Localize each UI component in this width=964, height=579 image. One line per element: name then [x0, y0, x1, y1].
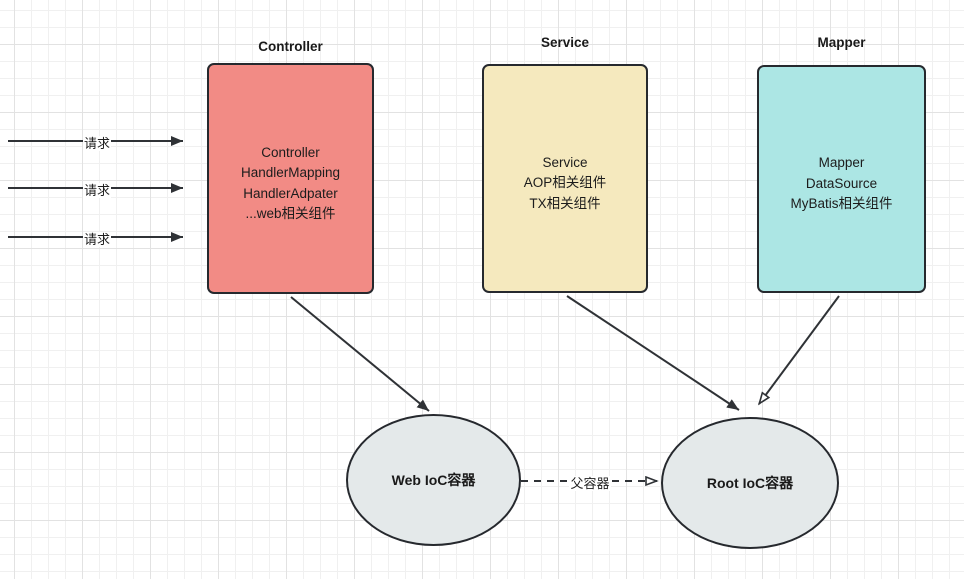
web-ioc-container-label: Web IoC容器	[391, 472, 476, 488]
edge-controller-to-web-ioc	[290, 296, 430, 412]
controller-box-line: HandlerAdpater	[243, 185, 338, 201]
parent-container-edge-label: 父容器	[569, 476, 611, 491]
mapper-box-title: Mapper	[817, 35, 866, 50]
service-box: Service AOP相关组件 TX相关组件	[482, 64, 648, 293]
mapper-box-line: DataSource	[805, 175, 878, 191]
root-ioc-container-label: Root IoC容器	[706, 475, 794, 491]
service-box-line: AOP相关组件	[523, 175, 607, 191]
request-arrow-label: 请求	[82, 183, 111, 198]
web-ioc-container-ellipse: Web IoC容器	[346, 414, 521, 546]
controller-box: Controller HandlerMapping HandlerAdpater…	[207, 63, 374, 294]
request-arrow-label: 请求	[82, 232, 111, 247]
root-ioc-container-ellipse: Root IoC容器	[661, 417, 839, 549]
edge-mapper-to-root-ioc	[759, 295, 840, 404]
request-arrow-label: 请求	[82, 136, 111, 151]
mapper-box-line: MyBatis相关组件	[790, 196, 893, 212]
controller-box-line: ...web相关组件	[245, 206, 336, 221]
service-box-title: Service	[540, 35, 590, 50]
edge-service-to-root-ioc	[566, 295, 740, 411]
mapper-box-line: Mapper	[818, 155, 865, 171]
controller-box-line: HandlerMapping	[240, 165, 341, 180]
mapper-box: Mapper DataSource MyBatis相关组件	[757, 65, 926, 293]
controller-box-title: Controller	[258, 39, 323, 54]
service-box-line: TX相关组件	[529, 195, 601, 211]
service-box-line: Service	[542, 154, 588, 170]
controller-box-line: Controller	[261, 144, 320, 160]
